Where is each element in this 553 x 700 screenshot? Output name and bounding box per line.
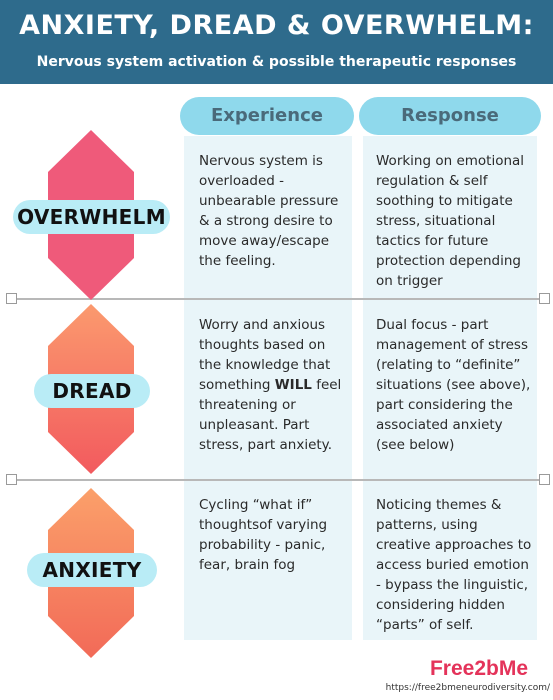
response-column-header: Response	[359, 97, 541, 135]
page-subtitle: Nervous system activation & possible the…	[36, 54, 517, 70]
experience-column-header: Experience	[180, 97, 354, 135]
dread-response: Dual focus - part management of stress (…	[376, 317, 531, 453]
dread-experience-text-2: feel threatening or unpleasant. Part str…	[199, 377, 342, 453]
row-divider-1	[12, 298, 544, 300]
dread-label: DREAD	[34, 374, 150, 408]
response-column-bg	[363, 136, 537, 640]
divider-node-right-2	[539, 474, 550, 485]
anxiety-label: ANXIETY	[27, 553, 157, 587]
dread-experience: Worry and anxious thoughts based on the …	[199, 315, 349, 455]
anxiety-experience: Cycling “what if” thoughtsof varying pro…	[199, 497, 328, 573]
dread-experience-text-1: Worry and anxious thoughts based on the …	[199, 317, 331, 393]
brand-logo: Free2bMe	[429, 657, 529, 680]
overwhelm-response: Working on emotional regulation & self s…	[376, 153, 525, 289]
overwhelm-label: OVERWHELM	[13, 200, 170, 234]
header-banner: ANXIETY, DREAD & OVERWHELM: Nervous syst…	[0, 0, 553, 84]
experience-column-bg	[184, 136, 352, 640]
website-url[interactable]: https://free2bmeneurodiversity.com/	[385, 683, 550, 693]
divider-node-left-1	[6, 293, 17, 304]
row-divider-2	[12, 479, 544, 481]
dread-experience-emphasis: WILL	[274, 377, 312, 393]
anxiety-response: Noticing themes & patterns, using creati…	[376, 497, 532, 633]
divider-node-left-2	[6, 474, 17, 485]
page-title: ANXIETY, DREAD & OVERWHELM:	[19, 10, 534, 41]
overwhelm-experience: Nervous system is overloaded - unbearabl…	[199, 153, 339, 269]
divider-node-right-1	[539, 293, 550, 304]
